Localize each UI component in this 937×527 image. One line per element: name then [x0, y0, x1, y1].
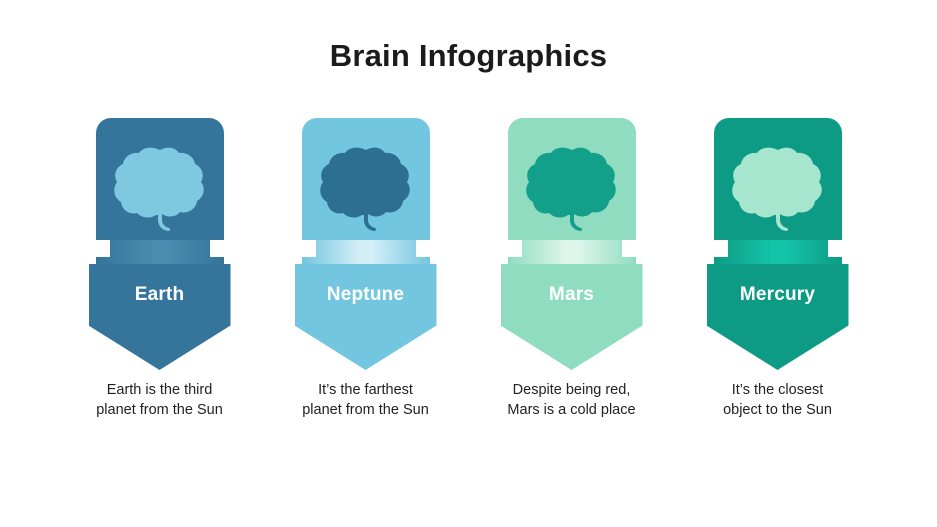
pin-neck-band: [301, 240, 430, 264]
pin-neck-cut-left: [713, 240, 728, 257]
pin-neck-cut-left: [301, 240, 316, 257]
pin-neck: [95, 240, 224, 264]
pin-label: Neptune: [326, 284, 405, 305]
pin-head: [301, 118, 430, 240]
pin-head: [713, 118, 842, 240]
pin-neck-cut-left: [95, 240, 110, 257]
pin-label: Earth: [134, 284, 185, 305]
pin-neck-cut-right: [621, 240, 636, 257]
pin-head: [507, 118, 636, 240]
caption-line-2: Mars is a cold place: [507, 402, 636, 418]
pin-caption: Despite being red, Mars is a cold place: [483, 380, 661, 420]
caption-line-2: planet from the Sun: [302, 402, 429, 418]
pin-card[interactable]: Mercury It’s the closest object to the S…: [706, 118, 849, 418]
pin-head: [95, 118, 224, 240]
pin-neck-band: [507, 240, 636, 264]
caption-line-1: It’s the closest: [731, 382, 824, 398]
pin-caption: It’s the closest object to the Sun: [689, 380, 867, 420]
pin-neck-cut-left: [507, 240, 522, 257]
pin-neck-band: [713, 240, 842, 264]
caption-line-1: It’s the farthest: [318, 382, 413, 398]
pin-neck-cut-right: [415, 240, 430, 257]
pin-neck: [301, 240, 430, 264]
pin-label: Mars: [548, 284, 595, 305]
caption-line-2: planet from the Sun: [96, 402, 223, 418]
pin-card[interactable]: Neptune It’s the farthest planet from th…: [294, 118, 437, 418]
pin-neck-cut-right: [827, 240, 842, 257]
pin-neck: [507, 240, 636, 264]
pin-card-list: Earth Earth is the third planet from the…: [0, 118, 937, 418]
caption-line-1: Earth is the third: [106, 382, 213, 398]
pin-label: Mercury: [739, 284, 816, 305]
pin-caption: It’s the farthest planet from the Sun: [277, 380, 455, 420]
caption-line-1: Despite being red,: [512, 382, 631, 398]
pin-caption: Earth is the third planet from the Sun: [71, 380, 249, 420]
caption-line-2: object to the Sun: [723, 402, 832, 418]
pin-neck-band: [95, 240, 224, 264]
pin-neck: [713, 240, 842, 264]
pin-card[interactable]: Mars Despite being red, Mars is a cold p…: [500, 118, 643, 418]
page-title: Brain Infographics: [329, 38, 608, 73]
pin-card[interactable]: Earth Earth is the third planet from the…: [88, 118, 231, 418]
pin-neck-cut-right: [209, 240, 224, 257]
